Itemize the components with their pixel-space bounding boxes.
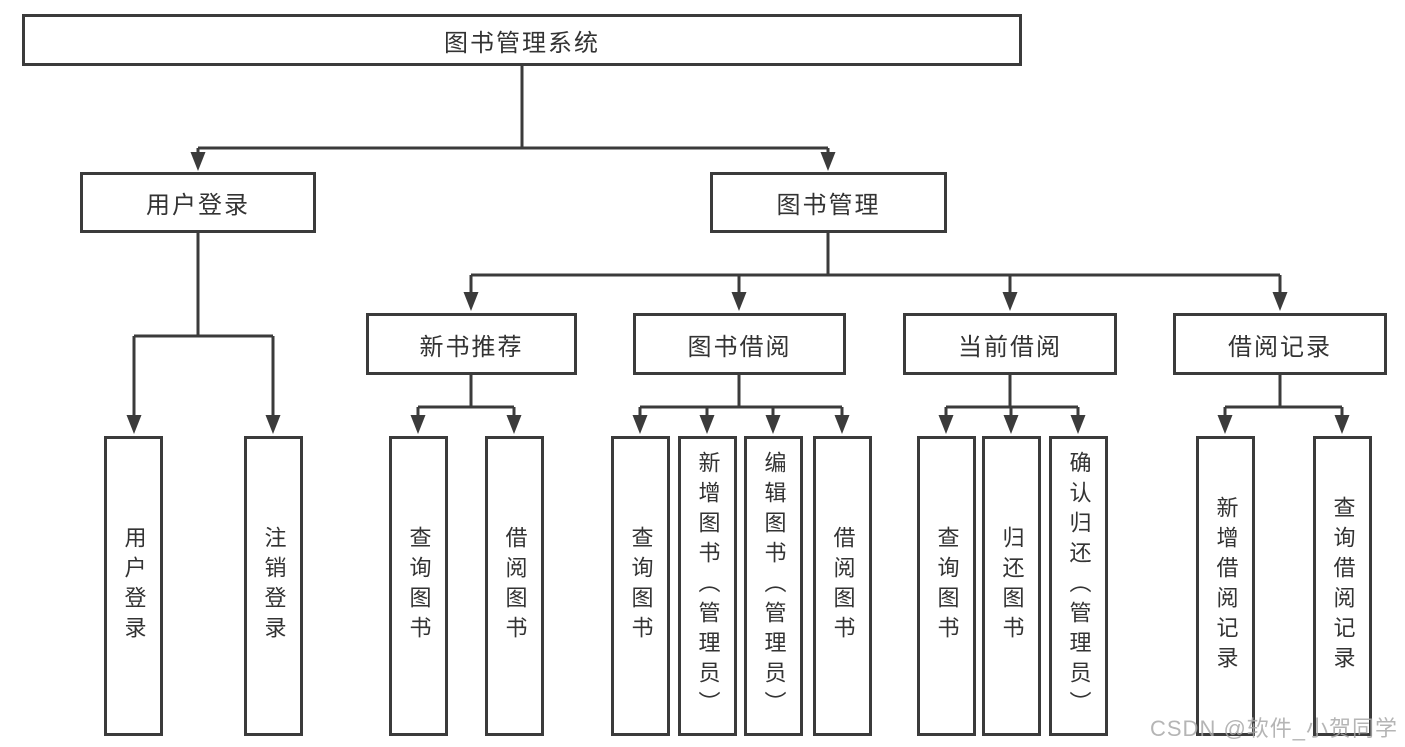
leaf-logout: 注销登录	[244, 436, 303, 736]
arrowhead	[126, 415, 142, 434]
leaf-edit-book-admin-label: 编辑图书（管理员）	[761, 451, 787, 721]
leaf-edit-book-admin: 编辑图书（管理员）	[744, 436, 803, 736]
node-book-management: 图书管理	[710, 172, 947, 233]
arrowhead	[265, 415, 281, 434]
arrowhead	[765, 415, 781, 434]
arrowhead	[632, 415, 648, 434]
leaf-query-book-2: 查询图书	[611, 436, 670, 736]
leaf-user-login-label: 用户登录	[121, 526, 147, 646]
leaf-add-borrow-record-label: 新增借阅记录	[1213, 496, 1239, 676]
leaf-borrow-book-1-label: 借阅图书	[502, 526, 528, 646]
connector-group0-to-leaves	[410, 375, 522, 434]
node-root-label: 图书管理系统	[444, 29, 600, 57]
node-borrow-record-label: 借阅记录	[1228, 333, 1332, 361]
arrowhead	[699, 415, 715, 434]
leaf-query-book-2-label: 查询图书	[628, 526, 654, 646]
arrowhead	[938, 415, 954, 434]
leaf-borrow-book-1: 借阅图书	[485, 436, 544, 736]
connector-root-to-branches	[190, 66, 836, 171]
connector-group3-to-leaves	[1217, 375, 1350, 434]
connector-login-to-leaves	[126, 233, 281, 434]
leaf-query-book-1: 查询图书	[389, 436, 448, 736]
node-user-login: 用户登录	[80, 172, 316, 233]
leaf-return-book: 归还图书	[982, 436, 1041, 736]
arrowhead	[410, 415, 426, 434]
node-new-book-recommend: 新书推荐	[366, 313, 577, 375]
leaf-query-borrow-record: 查询借阅记录	[1313, 436, 1372, 736]
arrowhead	[1217, 415, 1233, 434]
leaf-borrow-book-2-label: 借阅图书	[830, 526, 856, 646]
node-book-borrow-label: 图书借阅	[687, 333, 792, 361]
leaf-add-book-admin-label: 新增图书（管理员）	[695, 451, 721, 721]
leaf-query-book-3-label: 查询图书	[934, 526, 960, 646]
node-root: 图书管理系统	[22, 14, 1022, 66]
arrowhead	[1334, 415, 1350, 434]
leaf-confirm-return-admin-label: 确认归还（管理员）	[1066, 451, 1092, 721]
arrowhead	[1070, 415, 1086, 434]
arrowhead	[834, 415, 850, 434]
arrowhead	[1002, 292, 1018, 311]
node-borrow-record: 借阅记录	[1173, 313, 1387, 375]
node-book-borrow: 图书借阅	[633, 313, 846, 375]
leaf-add-book-admin: 新增图书（管理员）	[678, 436, 737, 736]
leaf-query-book-3: 查询图书	[917, 436, 976, 736]
leaf-logout-label: 注销登录	[261, 526, 287, 646]
leaf-borrow-book-2: 借阅图书	[813, 436, 872, 736]
leaf-query-borrow-record-label: 查询借阅记录	[1330, 496, 1356, 676]
node-book-management-label: 图书管理	[776, 192, 881, 219]
connector-group2-to-leaves	[938, 375, 1086, 434]
leaf-add-borrow-record: 新增借阅记录	[1196, 436, 1255, 736]
connector-group1-to-leaves	[632, 375, 850, 434]
leaf-confirm-return-admin: 确认归还（管理员）	[1049, 436, 1108, 736]
node-new-book-recommend-label: 新书推荐	[419, 333, 524, 361]
arrowhead	[506, 415, 522, 434]
csdn-watermark: CSDN @软件_小贺同学	[1150, 716, 1399, 741]
arrowhead	[463, 292, 479, 311]
arrowhead	[1272, 292, 1288, 311]
arrowhead	[820, 152, 836, 171]
leaf-query-book-1-label: 查询图书	[406, 526, 432, 646]
arrowhead	[1003, 415, 1019, 434]
node-current-borrow-label: 当前借阅	[958, 333, 1062, 361]
leaf-user-login: 用户登录	[104, 436, 163, 736]
arrowhead	[190, 152, 206, 171]
node-user-login-label: 用户登录	[146, 192, 250, 219]
arrowhead	[731, 292, 747, 311]
connector-mgmt-to-groups	[463, 233, 1288, 311]
node-current-borrow: 当前借阅	[903, 313, 1117, 375]
leaf-return-book-label: 归还图书	[999, 526, 1025, 646]
